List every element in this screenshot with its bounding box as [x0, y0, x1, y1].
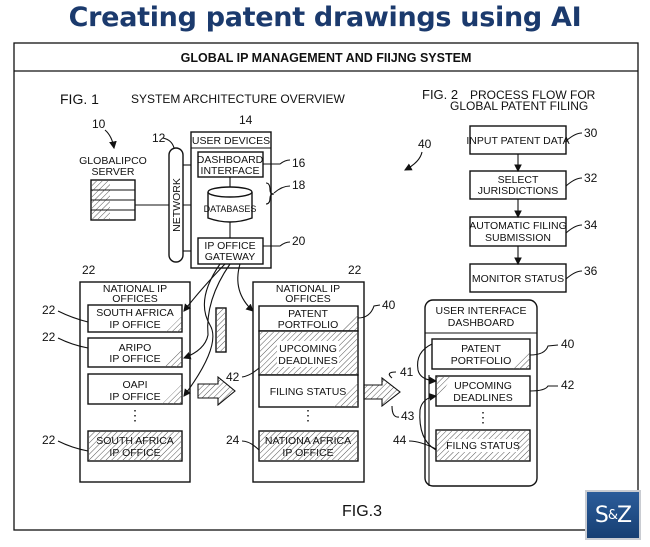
databases-ref: 18 [292, 178, 306, 192]
ref-22: 22 [42, 303, 56, 317]
svg-text:INPUT PATENT DATA: INPUT PATENT DATA [466, 135, 569, 147]
server-ref: 10 [92, 117, 106, 131]
svg-text:DEADLINES: DEADLINES [453, 392, 513, 404]
sz-logo: S&Z [585, 490, 641, 540]
svg-text:AUTOMATIC FILING: AUTOMATIC FILING [469, 220, 567, 232]
ref-42: 42 [561, 378, 575, 392]
ref-34: 34 [584, 218, 598, 232]
step-select-jurisdictions: SELECT JURISDICTIONS [470, 171, 566, 199]
ui-patent-portfolio: PATENT PORTFOLIO [432, 339, 530, 369]
south-africa-ip-office: SOUTH AFRICA IP OFFICE [88, 305, 182, 332]
national-left-title: OFFICES [112, 293, 158, 305]
dashboard-interface-label: INTERFACE [201, 165, 260, 177]
fig1-label: FIG. 1 [60, 91, 99, 107]
svg-text:UPCOMING: UPCOMING [279, 343, 337, 355]
ref-41: 41 [400, 365, 414, 379]
server-label: SERVER [92, 166, 135, 178]
ref-30: 30 [584, 126, 598, 140]
svg-text:PORTFOLIO: PORTFOLIO [451, 355, 511, 367]
oapi-ip-office: OAPI IP OFFICE [88, 374, 182, 404]
fig2-ref: 40 [418, 137, 432, 151]
ref-24: 24 [226, 433, 240, 447]
fig1-caption: SYSTEM ARCHITECTURE OVERVIEW [131, 92, 345, 106]
user-devices-ref: 14 [239, 113, 253, 127]
filing-status-box: FILING STATUS [259, 375, 358, 407]
user-devices-label: USER DEVICES [192, 135, 270, 147]
svg-text:SOUTH AFRICA: SOUTH AFRICA [96, 435, 174, 447]
network-label: NETWORK [171, 178, 183, 232]
fig2-caption: GLOBAL PATENT FILING [450, 99, 588, 113]
svg-text:IP OFFICE: IP OFFICE [109, 319, 160, 331]
ref-40: 40 [561, 337, 575, 351]
ref-42: 42 [226, 370, 240, 384]
svg-text:FILING STATUS: FILING STATUS [270, 386, 347, 398]
ref-44: 44 [393, 433, 407, 447]
drawing-header: GLOBAL IP MANAGEMENT AND FIIJNG SYSTEM [181, 51, 472, 65]
fig3-label: FIG.3 [342, 503, 382, 520]
svg-text:IP OFFICE: IP OFFICE [282, 447, 333, 459]
upcoming-deadlines-box: UPCOMING DEADLINES [259, 331, 358, 375]
ui-upcoming-deadlines: UPCOMING DEADLINES [436, 376, 530, 406]
south-africa-ip-office-2: SOUTH AFRICA IP OFFICE [88, 431, 182, 461]
gateway-label: GATEWAY [205, 251, 256, 263]
national-left-ref: 22 [82, 263, 96, 277]
svg-text:IP OFFICE: IP OFFICE [109, 353, 160, 365]
svg-text:JURISDICTIONS: JURISDICTIONS [478, 185, 559, 197]
step-automatic-filing-submission: AUTOMATIC FILING SUBMISSION [469, 217, 567, 246]
databases-label: DATABASES [204, 204, 257, 214]
dashboard-ui-title: USER INTERFACE [435, 305, 526, 317]
server-icon [91, 180, 135, 220]
ref-40: 40 [382, 298, 396, 312]
ref-22: 22 [42, 330, 56, 344]
svg-text:SUBMISSION: SUBMISSION [485, 232, 551, 244]
step-monitor-status: MONITOR STATUS [470, 264, 566, 292]
ellipsis: ⋮ [128, 407, 142, 423]
ellipsis: ⋮ [301, 407, 315, 423]
ref-32: 32 [584, 171, 598, 185]
gateway-ref: 20 [292, 234, 306, 248]
ref-22: 22 [42, 433, 56, 447]
svg-text:MONITOR STATUS: MONITOR STATUS [472, 273, 564, 285]
svg-text:IP OFFICE: IP OFFICE [109, 447, 160, 459]
ref-43: 43 [401, 409, 415, 423]
ui-filing-status: FILNG STATUS [436, 430, 530, 461]
ref-36: 36 [584, 264, 598, 278]
svg-text:FILNG STATUS: FILNG STATUS [446, 440, 520, 452]
svg-text:UPCOMING: UPCOMING [454, 380, 512, 392]
dashboard-ui-title: DASHBOARD [448, 317, 515, 329]
svg-text:OAPI: OAPI [122, 379, 147, 391]
svg-text:DEADLINES: DEADLINES [278, 355, 338, 367]
national-mid-ref: 22 [348, 263, 362, 277]
aripo-ip-office: ARIPO IP OFFICE [88, 338, 182, 367]
svg-text:NATIONA AFRICA: NATIONA AFRICA [265, 435, 351, 447]
nationa-africa-ip-office: NATIONA AFRICA IP OFFICE [259, 431, 358, 461]
svg-text:IP OFFICE: IP OFFICE [109, 391, 160, 403]
svg-text:PORTFOLIO: PORTFOLIO [278, 319, 338, 331]
svg-text:PATENT: PATENT [461, 343, 501, 355]
step-input-patent-data: INPUT PATENT DATA [466, 126, 569, 154]
ellipsis: ⋮ [476, 409, 490, 425]
dashboard-ref: 16 [292, 156, 306, 170]
svg-text:SOUTH AFRICA: SOUTH AFRICA [96, 307, 174, 319]
patent-portfolio-box: PATENT PORTFOLIO [259, 306, 358, 331]
national-mid-title: OFFICES [285, 293, 331, 305]
